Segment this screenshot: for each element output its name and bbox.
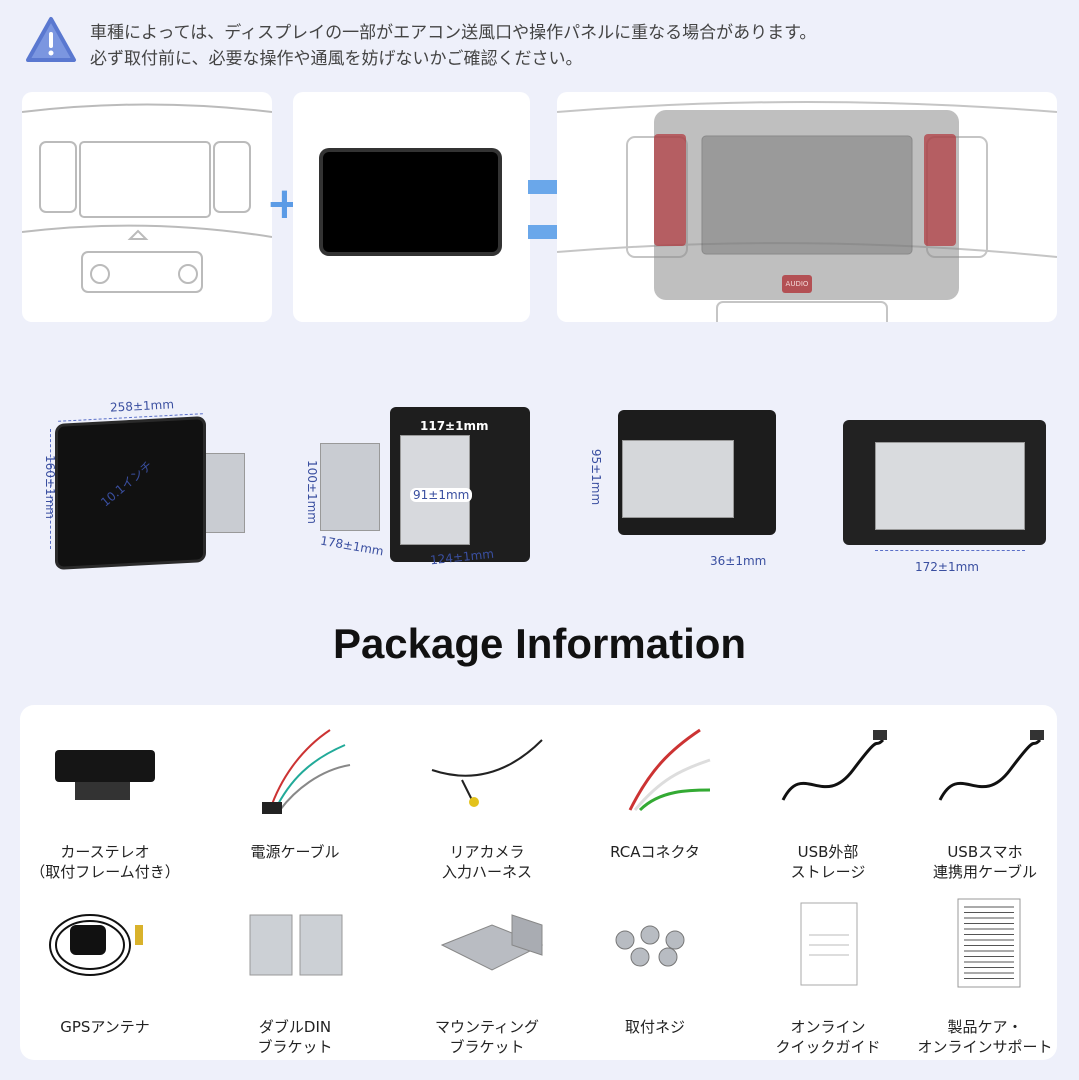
package-item: ダブルDIN ブラケット [210,895,380,1057]
height-label: 160±1mm [42,455,57,519]
warning-line-2: 必ず取付前に、必要な操作や通風を妨げないかご確認ください。 [90,49,583,69]
front-screen [58,419,203,567]
package-item: カーステレオ （取付フレーム付き） [20,720,190,882]
package-item: マウンティング ブラケット [402,895,572,1057]
package-item: リアカメラ 入力ハーネス [402,720,572,882]
package-item: USB外部 ストレージ [743,720,913,882]
package-item-label: カーステレオ （取付フレーム付き） [30,843,180,881]
installed-result-card: AUDIO [557,92,1057,322]
depth-label: 178±1mm [319,533,385,559]
package-item-label: GPSアンテナ [60,1018,150,1036]
package-item-label: ダブルDIN ブラケット [257,1018,333,1056]
camera-harness-icon [402,720,572,820]
thickness-label: 36±1mm [710,554,767,568]
package-title: Package Information [332,620,747,667]
package-item: 電源ケーブル [210,720,380,862]
package-item-label: USB外部 ストレージ [790,843,866,881]
car-stereo-icon [20,720,190,820]
din-bracket-icon [210,895,380,995]
stereo-screen [323,152,498,252]
package-item: 製品ケア・ オンラインサポート [900,895,1070,1057]
package-item-label: 製品ケア・ オンラインサポート [917,1018,1053,1056]
dimension-frame: 117±1mm 100±1mm 91±1mm 178±1mm 124±1mm [300,405,535,570]
package-item: GPSアンテナ [20,895,190,1037]
warning-text: 車種によっては、ディスプレイの一部がエアコン送風口や操作パネルに重なる場合があり… [90,20,816,72]
package-panel: カーステレオ （取付フレーム付き） 電源ケーブル リアカメラ 入力ハーネス RCAコネ… [20,705,1057,1060]
gps-antenna-icon [20,895,190,995]
frame-height-label: 100±1mm [304,460,319,524]
package-item-label: マウンティング ブラケット [434,1018,540,1056]
package-item-label: リアカメラ 入力ハーネス [441,843,532,881]
package-item: USBスマホ 連携用ケーブル [900,720,1070,882]
inner-label: 91±1mm [410,488,473,502]
chassis-height-label: 95±1mm [589,448,604,506]
dashboard-illustration [22,103,272,293]
package-item-label: オンライン クイックガイド [775,1018,881,1056]
dimension-side: 95±1mm 36±1mm [580,408,780,573]
rca-connector-icon [570,720,740,820]
package-item-label: 取付ネジ [624,1018,685,1036]
stereo-card [293,92,530,322]
installed-illustration [557,101,1057,322]
width-label: 258±1mm [109,397,175,415]
usb-cable-icon [900,720,1070,820]
power-cable-icon [210,720,380,820]
package-item-label: 電源ケーブル [250,843,340,861]
package-item: 取付ネジ [570,895,740,1037]
overlay-audio-button-label: AUDIO [785,280,809,288]
chassis-width-label: 172±1mm [915,560,979,574]
usb-cable-icon [743,720,913,820]
warning-line-1: 車種によっては、ディスプレイの一部がエアコン送風口や操作パネルに重なる場合があり… [90,23,817,43]
frame-width-label: 117±1mm [420,419,489,433]
mounting-bracket-icon [402,895,572,995]
warning-triangle-icon [25,16,77,64]
support-sheet-icon [900,895,1070,995]
package-item-label: USBスマホ 連携用ケーブル [932,843,1038,881]
guide-sheet-icon [743,895,913,995]
screws-icon [570,895,740,995]
package-item: オンライン クイックガイド [743,895,913,1057]
package-item-label: RCAコネクタ [610,843,700,861]
dimension-front: 258±1mm 160±1mm 10.1インチ [40,395,250,580]
original-dash-card [22,92,272,322]
package-item: RCAコネクタ [570,720,740,862]
dimension-back: 172±1mm [843,420,1048,580]
